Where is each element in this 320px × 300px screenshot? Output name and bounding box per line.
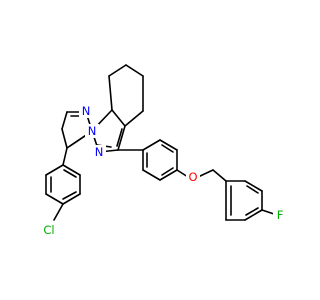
bond [45,164,64,176]
molecule-drawing: N N N O Cl F [39,64,287,237]
bond [111,109,126,127]
bond [125,64,144,77]
bond [161,144,174,153]
benzyloxy-linker [176,169,227,182]
atom-labels: N N N O Cl F [39,104,287,237]
bond [53,203,64,221]
nitrogen-label: N [95,145,104,159]
tetrahydro-ring [108,64,144,127]
structure-canvas: N N N O Cl F [39,64,287,237]
bond [108,75,113,111]
bond [62,191,77,200]
bond [45,193,64,205]
bond [246,185,259,194]
bond [212,169,227,182]
oxygen-label-group: O [186,170,200,184]
bond [159,139,178,151]
bond [63,169,77,178]
phenylene-ring [117,139,178,181]
bond [117,125,126,151]
bond [159,169,178,181]
bond [62,193,81,205]
oxygen-label: O [188,170,197,184]
nitrogen-n3-label: N [92,145,106,159]
bond [61,111,68,130]
nitrogen-n1-label: N [79,104,93,118]
bond [142,169,161,181]
bond [108,64,127,77]
bond [62,147,68,166]
bond [197,169,214,178]
chlorine-label-group: Cl [39,223,59,237]
bond [62,164,81,176]
bond [261,209,275,215]
nitrogen-label: N [82,104,91,118]
fluorophenyl-ring [225,180,275,221]
bond [161,167,174,176]
bond [124,110,144,127]
bond [244,180,263,192]
fluorine-label: F [277,208,284,222]
bond [142,139,161,151]
nitrogen-label: N [88,124,97,138]
chlorine-label: Cl [43,223,54,237]
bond [116,128,123,147]
bond [245,207,259,216]
bond [244,209,263,221]
bond [61,128,68,149]
chlorophenyl-ring [45,147,81,221]
fluorine-label-group: F [273,208,287,222]
nitrogen-n2-label: N [85,124,99,138]
